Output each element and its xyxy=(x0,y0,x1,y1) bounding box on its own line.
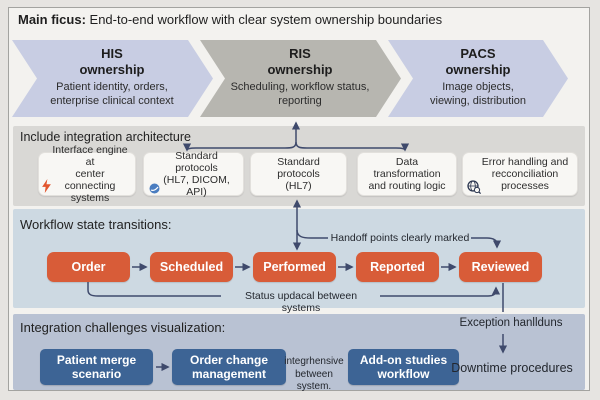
his-chevron-shape xyxy=(12,40,213,117)
pacs-chevron: PACS ownership Image objects, viewing, d… xyxy=(393,46,563,108)
integration-box-data-transformation: Data transformation and routing logic xyxy=(357,152,457,196)
challenge-box-patient-merge: Patient merge scenario xyxy=(40,349,153,385)
integration-box-standard-protocols-full: Standard protocols (HL7, DICOM, API) xyxy=(143,149,244,199)
pacs-chevron-shape xyxy=(388,40,568,117)
pacs-chevron-title: PACS ownership xyxy=(445,46,511,77)
main-title-bold: Main ficus: xyxy=(18,12,86,27)
his-chevron: HIS ownership Patient identity, orders, … xyxy=(27,46,197,108)
workflow-title: Workflow state transitions: xyxy=(20,217,172,232)
state-box-order: Order xyxy=(47,252,130,282)
ownership-chevron-shapes xyxy=(12,40,568,117)
integration-box-label: Interface engine at center connecting sy… xyxy=(52,143,128,205)
challenge-box-addon-studies: Add-on studies workflow xyxy=(348,349,459,385)
challenges-note: integrhensive between system. xyxy=(284,356,344,392)
integration-box-standard-protocols-hl7: Standard protocols (HL7) xyxy=(250,152,347,196)
ris-chevron-shape xyxy=(200,40,401,117)
main-title-rest: End-to-end workflow with clear system ow… xyxy=(85,12,443,27)
handoff-label: Handoff points clearly marked xyxy=(330,232,470,244)
main-title: Main ficus: End-to-end workflow with cle… xyxy=(18,12,442,27)
challenges-title: Integration challenges visualization: xyxy=(20,320,226,335)
integration-box-interface-engine: Interface engine at center connecting sy… xyxy=(38,144,136,204)
protocol-sphere-icon xyxy=(149,171,160,197)
downtime-procedures-label: Downtime procedures xyxy=(451,361,573,375)
ris-chevron-description: Scheduling, workflow status, reporting xyxy=(230,81,370,107)
integration-box-label: Standard protocols (HL7) xyxy=(277,155,320,193)
pacs-chevron-description: Image objects, viewing, distribution xyxy=(430,81,526,107)
globe-magnifier-icon xyxy=(467,168,482,197)
state-box-reviewed: Reviewed xyxy=(459,252,542,282)
challenge-box-order-change: Order change management xyxy=(172,349,286,385)
state-box-reported: Reported xyxy=(356,252,439,282)
lightning-icon xyxy=(42,167,51,196)
integration-box-label: Error handling and recconciliation proce… xyxy=(481,155,569,193)
integration-box-label: Standard protocols (HL7, DICOM, API) xyxy=(163,149,230,199)
ris-chevron-title: RIS ownership xyxy=(267,46,333,77)
ris-chevron: RIS ownership Scheduling, workflow statu… xyxy=(215,46,385,108)
integration-box-label: Data transformation and routing logic xyxy=(368,155,446,193)
state-box-scheduled: Scheduled xyxy=(150,252,233,282)
his-chevron-description: Patient identity, orders, enterprise cli… xyxy=(50,81,174,107)
exception-handling-label: Exception hanllduns xyxy=(459,317,563,329)
status-updates-label: Status updacal between systems xyxy=(244,290,358,314)
integration-box-error-handling: Error handling and recconciliation proce… xyxy=(462,152,578,196)
integration-title: Include integration architecture xyxy=(20,130,191,144)
state-box-performed: Performed xyxy=(253,252,336,282)
his-chevron-title: HIS ownership xyxy=(79,46,145,77)
